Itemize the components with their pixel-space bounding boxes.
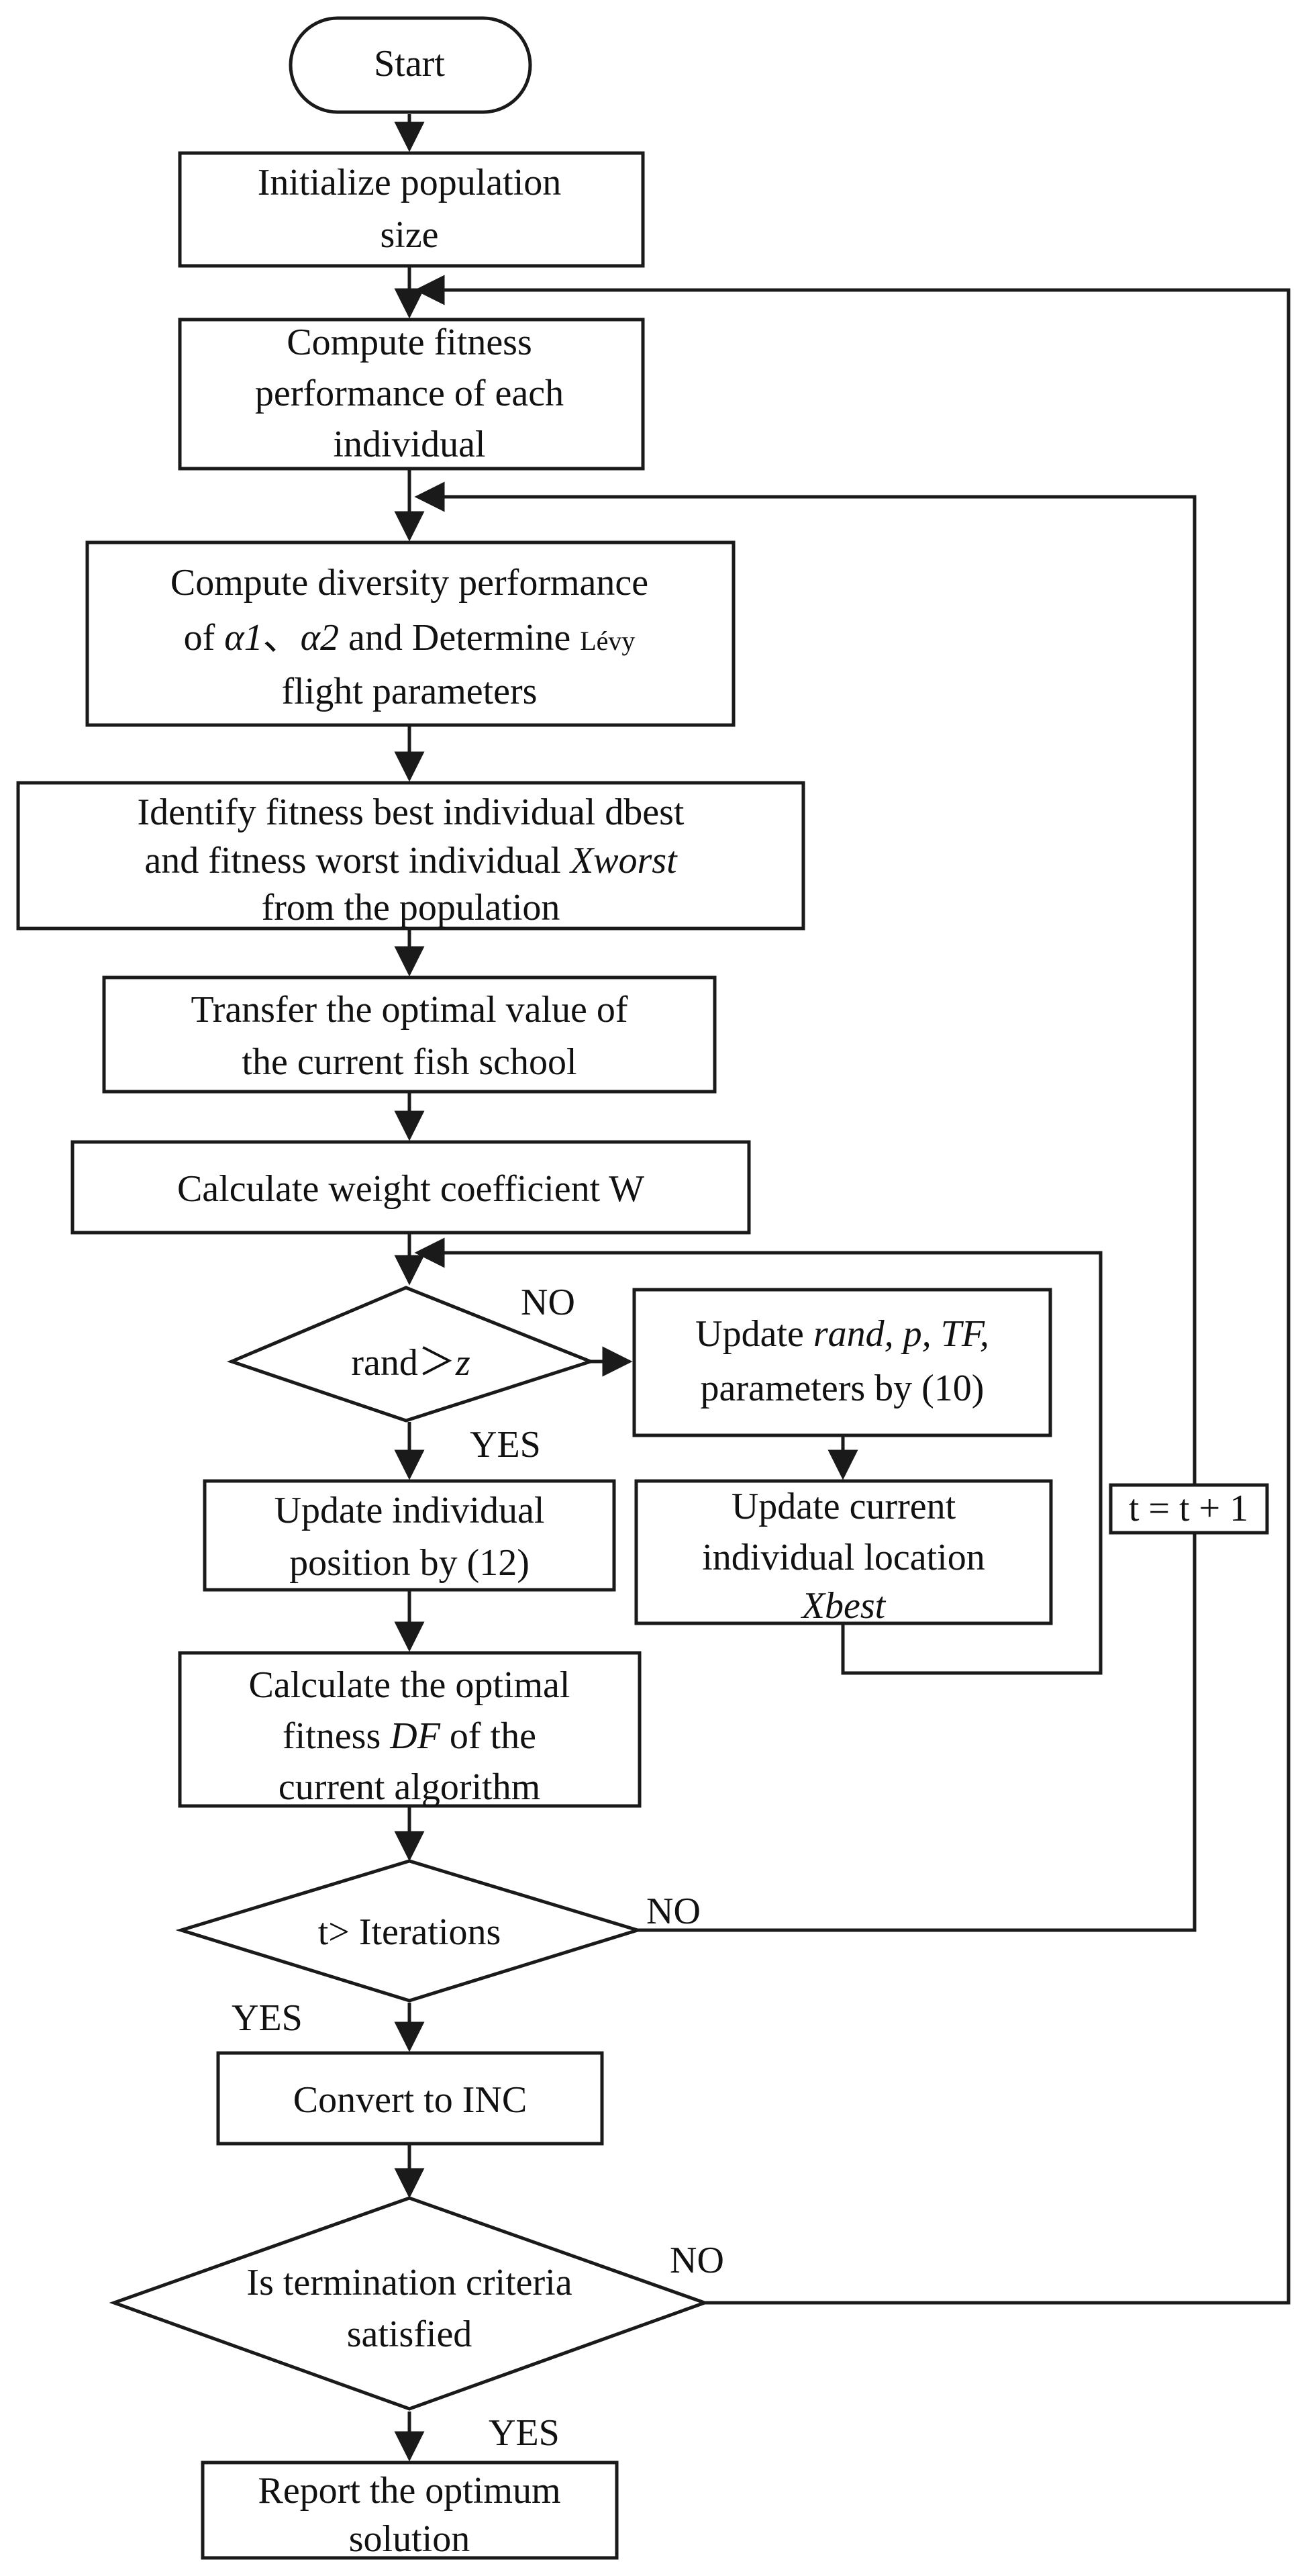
update-location-label-1: Update current [732, 1486, 956, 1527]
identify-individuals-node: Identify fitness best individual dbest a… [16, 781, 805, 931]
update-position-label-2: position by (12) [289, 1542, 530, 1584]
initialize-node: Initialize population size [178, 151, 645, 268]
decision-rand-z-label: rand＞z [351, 1342, 470, 1384]
report-label-2: solution [349, 2518, 470, 2560]
decision-rand-z: rand＞z [226, 1286, 596, 1423]
update-parameters-label-2: parameters by (10) [701, 1368, 985, 1409]
update-location-label-3: Xbest [801, 1585, 887, 1627]
update-location-node: Update current individual location Xbest [634, 1479, 1053, 1627]
update-parameters-label-1: Update rand, p, TF, [695, 1313, 989, 1355]
identify-label-1: Identify fitness best individual dbest [138, 792, 685, 833]
compute-diversity-label-1: Compute diversity performance [170, 562, 648, 604]
edge-decision3-no-loop [414, 275, 1291, 2305]
transfer-label-1: Transfer the optimal value of [191, 989, 627, 1031]
connectors [394, 114, 1291, 2462]
transfer-optimal-node: Transfer the optimal value of the curren… [102, 975, 717, 1094]
counter-node: t = t + 1 [1109, 1483, 1269, 1535]
decision-iterations: t> Iterations [175, 1859, 644, 2003]
convert-node: Convert to INC [216, 2051, 604, 2146]
update-parameters-node: Update rand, p, TF, parameters by (10) [632, 1288, 1052, 1437]
compute-fitness-node: Compute fitness performance of each indi… [178, 318, 645, 471]
decision3-no-label: NO [670, 2240, 724, 2281]
compute-fitness-label-3: individual [333, 424, 485, 465]
report-node: Report the optimum solution [201, 2461, 619, 2560]
start-label: Start [374, 43, 445, 85]
compute-fitness-label-2: performance of each [255, 373, 564, 414]
initialize-label-2: size [380, 214, 438, 256]
optimal-fitness-label-1: Calculate the optimal [249, 1664, 570, 1706]
counter-label: t = t + 1 [1129, 1488, 1248, 1529]
report-label-1: Report the optimum [258, 2470, 560, 2512]
identify-label-3: from the population [262, 887, 560, 928]
optimal-fitness-label-3: current algorithm [279, 1766, 540, 1808]
decision1-yes-label: YES [470, 1424, 541, 1466]
optimal-fitness-label-2: fitness DF of the [283, 1715, 536, 1757]
edge-decision2-no-loop [414, 481, 1197, 1932]
update-location-label-2: individual location [702, 1537, 985, 1578]
convert-label: Convert to INC [293, 2079, 527, 2121]
update-position-label-1: Update individual [274, 1490, 545, 1531]
start-node: Start [289, 16, 532, 114]
edge-location-loop-back [414, 1237, 1103, 1675]
compute-fitness-label-1: Compute fitness [287, 322, 532, 363]
identify-label-2: and fitness worst individual Xworst [144, 840, 678, 881]
transfer-label-2: the current fish school [242, 1041, 576, 1083]
decision1-no-label: NO [521, 1282, 575, 1323]
decision2-yes-label: YES [232, 1997, 303, 2039]
compute-diversity-node: Compute diversity performance of α1、α2 a… [85, 540, 736, 727]
decision2-no-label: NO [646, 1891, 701, 1932]
decision-termination: Is termination criteria satisfied [109, 2196, 710, 2411]
weight-coefficient-node: Calculate weight coefficient W [70, 1140, 751, 1235]
initialize-label-1: Initialize population [258, 162, 562, 203]
optimal-fitness-node: Calculate the optimal fitness DF of the … [178, 1651, 642, 1808]
decision-termination-label-1: Is termination criteria [246, 2262, 572, 2303]
update-position-node: Update individual position by (12) [203, 1479, 616, 1592]
decision3-yes-label: YES [489, 2412, 560, 2454]
weight-label: Calculate weight coefficient W [177, 1168, 644, 1210]
decision-termination-label-2: satisfied [347, 2313, 472, 2355]
compute-diversity-label-3: flight parameters [282, 671, 538, 712]
decision-iterations-label: t> Iterations [318, 1911, 501, 1953]
compute-diversity-label-2: of α1、α2 and Determine Lévy [184, 617, 636, 659]
